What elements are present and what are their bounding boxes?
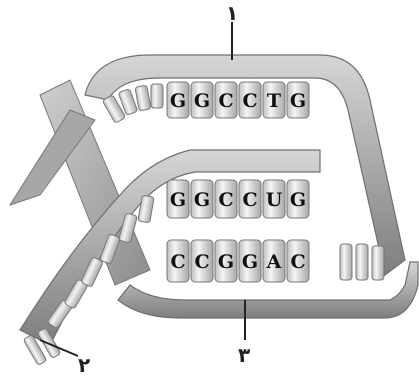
rna-base-letter-3: C	[218, 189, 233, 211]
top-base-letter-6: G	[290, 90, 306, 112]
label-3: ٣	[238, 343, 250, 367]
bottom-base-letter-5: A	[266, 251, 282, 273]
label-2: ٢	[78, 353, 90, 376]
bottom-base-letter-2: C	[194, 251, 209, 273]
rna-base-letter-5: U	[266, 189, 283, 211]
bottom-base-letter-1: C	[170, 251, 185, 273]
bottom-base-letter-3: G	[218, 251, 234, 273]
bottom-base-letter-4: G	[242, 251, 258, 273]
label-1: ١	[226, 1, 238, 25]
top-base-letter-4: C	[242, 90, 257, 112]
bottom-strand-side-bases	[340, 244, 384, 280]
top-base-letter-1: G	[170, 90, 186, 112]
rna-base-letter-2: G	[194, 189, 210, 211]
top-base-letter-3: C	[218, 90, 233, 112]
rna-base-letter-4: C	[242, 189, 257, 211]
rna-base-letter-6: G	[290, 189, 306, 211]
top-base-letter-2: G	[194, 90, 210, 112]
rna-base-letter-1: G	[170, 189, 186, 211]
top-base-letter-5: T	[267, 90, 281, 112]
bottom-base-letter-6: C	[290, 251, 305, 273]
